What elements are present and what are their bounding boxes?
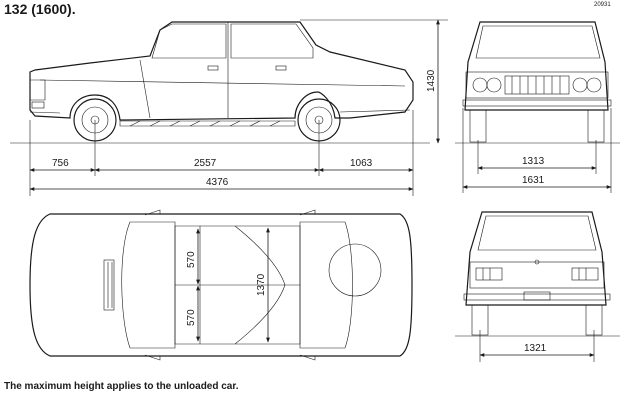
dim-length: 4376 (206, 177, 229, 188)
drawing-code: 20931 (594, 2, 611, 8)
rear-view (455, 211, 620, 337)
side-dimensions: 756 2557 1063 4376 1430 (29, 19, 448, 196)
dim-front-track: 1313 (522, 156, 545, 167)
page-title: 132 (1600). (4, 1, 76, 17)
side-view (10, 21, 430, 144)
front-view (455, 21, 620, 144)
dim-width: 1631 (522, 175, 545, 186)
dim-wheelbase: 2557 (194, 158, 217, 169)
dim-rear-seat-depth: 570 (186, 309, 197, 326)
top-dimensions: 570 570 1370 (186, 227, 270, 343)
dim-interior-width: 1370 (256, 273, 267, 296)
top-view (29, 209, 413, 361)
dim-height: 1430 (426, 69, 437, 92)
front-dimensions: 1313 1631 (462, 108, 612, 193)
dim-rear-overhang: 1063 (350, 158, 373, 169)
dim-rear-track: 1321 (524, 343, 547, 354)
dim-front-seat-depth: 570 (186, 251, 197, 268)
footnote: The maximum height applies to the unload… (4, 381, 239, 392)
dim-front-overhang: 756 (52, 158, 69, 169)
rear-dimensions: 1321 (479, 330, 595, 362)
